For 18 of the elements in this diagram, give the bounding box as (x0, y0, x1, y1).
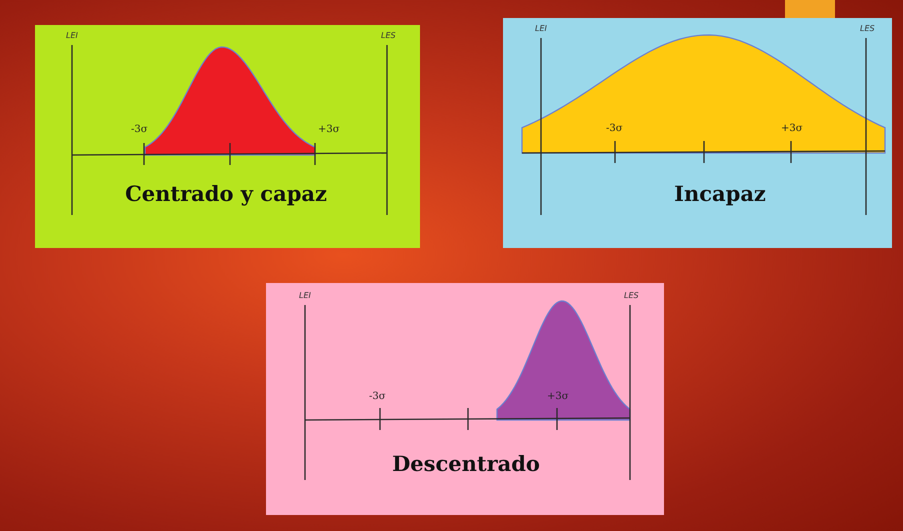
panel-title: Descentrado (392, 453, 540, 474)
sigma-label: -3σ (131, 125, 148, 135)
spec-limit-label: LEI (66, 32, 78, 40)
chart-panel (503, 18, 892, 248)
sigma-label: +3σ (547, 392, 569, 402)
panel-title: Centrado y capaz (125, 183, 327, 204)
sigma-label: +3σ (318, 125, 340, 135)
spec-limit-label: LEI (299, 292, 311, 300)
chart-panel (266, 283, 664, 515)
sigma-label: -3σ (606, 124, 623, 134)
spec-limit-label: LES (624, 292, 639, 300)
spec-limit-label: LES (381, 32, 396, 40)
spec-limit-label: LEI (535, 25, 547, 33)
chart-panel (35, 25, 420, 248)
panel-title: Incapaz (674, 183, 766, 204)
sigma-label: -3σ (369, 392, 386, 402)
spec-limit-label: LES (860, 25, 875, 33)
sigma-label: +3σ (781, 124, 803, 134)
